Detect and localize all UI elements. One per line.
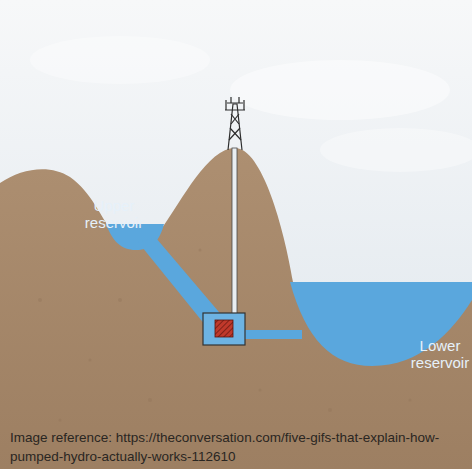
cloud [320, 128, 472, 172]
image-reference-note: Image reference: https://theconversation… [10, 428, 442, 466]
powerhouse-cavern [203, 313, 245, 345]
transmission-tower [225, 97, 245, 150]
terrain [0, 148, 472, 469]
tailrace-tunnel [240, 330, 302, 339]
cloud [230, 60, 450, 120]
reservoir-name: Lower reservoir [399, 337, 472, 371]
reservoir-name: Upper reservoir [73, 197, 155, 231]
reservoir-label-box: Upper reservoir [73, 197, 155, 231]
cloud [30, 36, 210, 84]
turbine-generator [215, 320, 233, 337]
cable-shaft [232, 148, 237, 316]
reservoir-label-box: Lower reservoir [399, 337, 472, 371]
